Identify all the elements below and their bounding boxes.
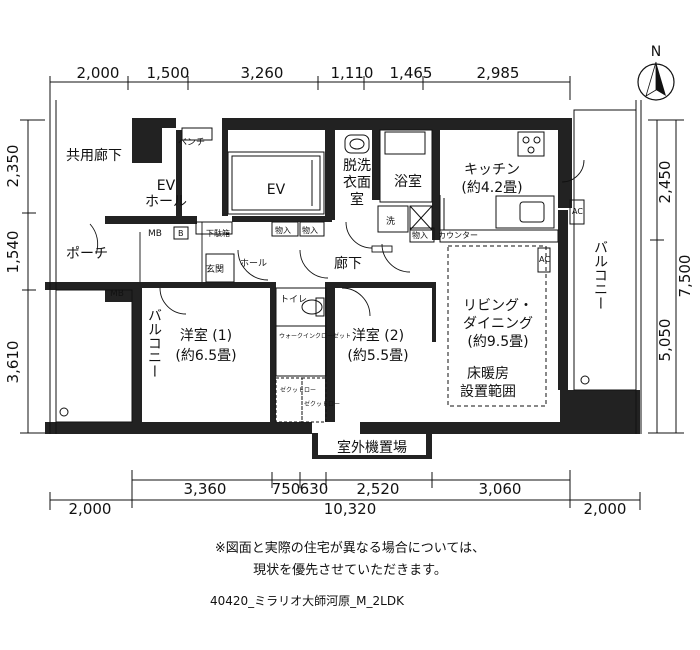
label-kitchen-size: (約4.2畳): [461, 180, 522, 196]
label-ac-2: AC: [539, 255, 550, 264]
label-ev: EV: [267, 182, 286, 198]
label-ev-hall-1: EV: [157, 178, 176, 194]
file-name: 40420_ミラリオ大師河原_M_2LDK: [210, 594, 404, 608]
label-balcony-left: バルコニー: [92, 308, 162, 376]
label-bedroom2-size: (約5.5畳): [347, 348, 408, 364]
label-bench: ベンチ: [178, 137, 205, 148]
ev-shaft: [181, 127, 325, 215]
left-dimensions: [20, 119, 45, 434]
left-balcony-outline: [49, 100, 642, 434]
label-bath: 浴室: [394, 173, 422, 190]
walls: [45, 118, 640, 459]
dim-top-5: 1,465: [390, 64, 433, 82]
dim-bottom-3: 630: [300, 480, 329, 498]
label-walkin: ウォークインクローゼット: [279, 332, 351, 340]
dim-left-1: 2,350: [4, 145, 22, 188]
compass-label: N: [651, 44, 661, 60]
door-swings: [89, 159, 585, 317]
label-porch: ポーチ: [66, 246, 108, 262]
genkan-step: [205, 253, 235, 283]
label-bedroom2: 洋室 (2): [352, 327, 404, 344]
toilet-icon: [275, 287, 327, 327]
label-powder-3: 室: [350, 191, 364, 208]
label-closet-2: ゼクットロー: [304, 400, 340, 408]
dim-top-1: 2,000: [77, 64, 120, 82]
dim-bottom-5: 3,060: [479, 480, 522, 498]
label-toilet: トイレ: [280, 295, 307, 305]
label-ev-hall-2: ホール: [145, 194, 187, 210]
label-powder-1: 脱洗: [343, 158, 371, 174]
label-counter: カウンター: [438, 231, 478, 240]
label-ac-1: AC: [572, 207, 583, 216]
label-hall: ホール: [240, 258, 267, 269]
label-corridor: 廊下: [334, 255, 362, 272]
label-shoe-box: 下駄箱: [206, 228, 230, 238]
dim-left-3: 3,610: [4, 341, 22, 384]
dim-bottom-2: 750: [272, 480, 301, 498]
label-kitchen: キッチン: [464, 162, 520, 178]
dim-top-3: 3,260: [241, 64, 284, 82]
dim-bottom-8: 2,000: [584, 500, 627, 518]
disclaimer-line-2: 現状を優先させていただきます。: [253, 563, 447, 578]
label-floor-heat-2: 設置範囲: [460, 383, 516, 400]
dim-right-1: 2,450: [656, 161, 674, 204]
north-compass-icon: [637, 61, 675, 101]
label-shared-corridor: 共用廊下: [66, 147, 122, 164]
dim-top-4: 1,110: [331, 64, 374, 82]
bottom-dimensions: [49, 470, 641, 510]
closets: [195, 221, 435, 423]
label-bedroom1: 洋室 (1): [180, 327, 232, 344]
label-living: リビング・: [463, 298, 533, 314]
balcony-left-text: バルコニー: [92, 308, 162, 376]
dim-bottom-7: 10,320: [324, 500, 377, 518]
label-balcony-right: バルコニー: [592, 240, 608, 310]
ac-unit-1: [569, 199, 585, 225]
dim-top-2: 1,500: [147, 64, 190, 82]
dim-right-2: 5,050: [656, 319, 674, 362]
dim-left-2: 1,540: [4, 231, 22, 274]
top-dimensions: [49, 76, 571, 100]
fixtures: [344, 129, 559, 243]
label-outdoor-unit: 室外機置場: [337, 439, 407, 456]
label-floor-heat-1: 床暖房: [467, 366, 509, 382]
disclaimer-line-1: ※図面と実際の住宅が異なる場合については、: [214, 541, 486, 556]
label-mb-1: MB: [148, 229, 162, 239]
label-mb-2: MB: [110, 289, 124, 299]
label-dining: ダイニング: [463, 316, 533, 332]
label-wash: 洗: [386, 215, 395, 227]
label-b: B: [178, 229, 184, 238]
right-dimensions: [648, 119, 684, 434]
dim-bottom-1: 3,360: [184, 480, 227, 498]
label-closet-1: ゼクットロー: [280, 386, 316, 394]
label-storage-3: 物入: [412, 230, 428, 240]
ac-unit-2: [537, 247, 551, 273]
dim-bottom-6: 2,000: [69, 500, 112, 518]
label-storage-2: 物入: [302, 225, 318, 235]
label-genkan: 玄関: [206, 263, 224, 275]
floor-heating-zone: [447, 245, 547, 407]
label-bedroom1-size: (約6.5畳): [175, 348, 236, 364]
dim-right-total: 7,500: [676, 255, 694, 298]
dim-top-6: 2,985: [477, 64, 520, 82]
label-ldk-size: (約9.5畳): [467, 334, 528, 350]
dim-bottom-4: 2,520: [357, 480, 400, 498]
label-powder-2: 衣面: [343, 175, 371, 191]
label-storage-1: 物入: [275, 225, 291, 235]
b-box: [173, 226, 189, 240]
